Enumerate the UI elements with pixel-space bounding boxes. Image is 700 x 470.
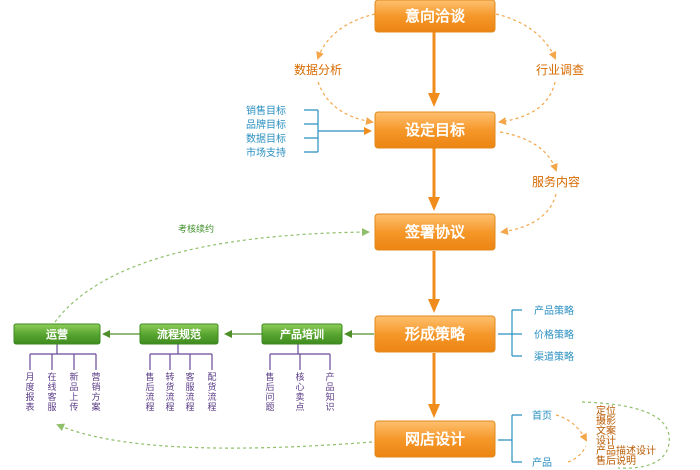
target-item: 销售目标 (246, 104, 286, 117)
curve-from-industry-research (498, 81, 556, 126)
strategy-item: 产品策略 (534, 304, 574, 317)
step-label: 设定目标 (405, 121, 465, 139)
sub-item-char: 月 (25, 372, 34, 383)
training-tree (269, 344, 331, 370)
targets-ticks (304, 109, 318, 153)
sub-item-char: 心 (295, 382, 304, 393)
strategy-item: 价格策略 (534, 328, 574, 341)
sub-item-char: 转 (165, 371, 174, 383)
step-box-set-goals: 设定目标 (374, 111, 496, 149)
product-to-details (567, 445, 587, 463)
curve-from-service-content (500, 193, 557, 236)
curve-to-industry-research (495, 13, 557, 60)
step-label: 网店设计 (405, 430, 465, 448)
design-branch: 产品 (532, 456, 552, 469)
service-content-label: 服务内容 (532, 174, 580, 189)
step-label: 签署协议 (404, 223, 466, 241)
design-detail: 产品描述设计 (596, 444, 656, 457)
design-details-bracket (581, 401, 670, 469)
curve-from-data-analysis (317, 81, 374, 125)
sub-item-char: 题 (265, 402, 274, 413)
curve-assessment (54, 228, 370, 323)
sub-item-char: 知 (325, 391, 334, 403)
green-box-training: 产品培训 (261, 323, 343, 345)
sub-item-char: 问 (265, 391, 274, 403)
sub-item-char: 服 (185, 382, 194, 393)
design-detail: 设计 (596, 434, 616, 447)
sub-item-char: 销 (91, 381, 100, 393)
sub-item-char: 流 (207, 391, 216, 403)
sub-item-char: 卖 (295, 392, 304, 403)
sub-item-char: 方 (91, 391, 100, 403)
design-detail: 售后说明 (596, 454, 636, 467)
sub-item-char: 货 (207, 381, 216, 393)
sub-item-char: 服 (47, 402, 56, 413)
data-analysis-label: 数据分析 (294, 62, 342, 77)
curve-design-to-operations (56, 423, 373, 449)
sub-item-char: 案 (91, 401, 100, 413)
green-box-operations: 运营 (13, 323, 101, 345)
sub-item-char: 在 (47, 371, 56, 383)
sub-item-char: 客 (185, 371, 194, 383)
step-label: 形成策略 (405, 325, 466, 343)
step-box-intention: 意向洽谈 (374, 0, 496, 33)
industry-research-label: 行业调查 (536, 63, 584, 77)
step-box-store-design: 网店设计 (374, 420, 496, 458)
assessment-label: 考核续约 (178, 223, 214, 235)
design-detail: 摄影 (596, 414, 616, 427)
step-box-form-strategy: 形成策略 (374, 315, 496, 353)
sub-item-char: 报 (25, 391, 34, 403)
design-detail: 文案 (596, 424, 616, 437)
design-bracket (498, 414, 522, 463)
process-tree (149, 344, 213, 370)
sub-item-char: 程 (165, 402, 174, 413)
sub-item-char: 品 (325, 382, 334, 393)
green-box-label: 流程规范 (157, 327, 201, 341)
step-box-sign-agreement: 签署协议 (374, 213, 496, 251)
sub-item-char: 流 (145, 391, 154, 403)
green-box-process: 流程规范 (139, 323, 219, 345)
sub-item-char: 流 (185, 391, 194, 403)
sub-item-char: 程 (145, 402, 154, 413)
sub-item-char: 售 (145, 371, 154, 383)
operations-tree (29, 344, 97, 370)
vertical-items-group: 月度报表在线客服新品上传营销方案售后流程转货流程客服流程配货流程售后问题核心卖点… (25, 371, 334, 413)
sub-item-char: 传 (69, 401, 78, 413)
sub-item-char: 售 (265, 371, 274, 383)
curve-to-service-content (499, 131, 558, 172)
target-item: 品牌目标 (246, 118, 286, 131)
sub-item-char: 货 (165, 381, 174, 393)
sub-item-char: 上 (69, 392, 78, 403)
design-detail: 定位 (596, 404, 616, 417)
curve-to-data-analysis (316, 13, 376, 60)
sub-item-char: 营 (91, 371, 100, 383)
sub-item-char: 识 (325, 402, 334, 413)
sub-item-char: 后 (265, 382, 274, 393)
strategy-item: 渠道策略 (534, 350, 574, 363)
sub-item-char: 品 (69, 382, 78, 393)
green-box-label: 产品培训 (280, 327, 324, 341)
sub-item-char: 产 (325, 371, 334, 383)
sub-item-char: 流 (165, 391, 174, 403)
sub-item-char: 后 (145, 382, 154, 393)
strategies-bracket (498, 309, 522, 357)
target-item: 数据目标 (246, 132, 286, 145)
sub-item-char: 表 (25, 401, 34, 413)
sub-item-char: 程 (185, 402, 194, 413)
sub-item-char: 新 (69, 371, 78, 383)
sub-item-char: 核 (295, 371, 304, 383)
sub-item-char: 配 (207, 372, 216, 383)
homepage-to-details (555, 414, 587, 442)
sub-item-char: 线 (47, 381, 56, 393)
target-item: 市场支持 (246, 146, 286, 159)
design-branch: 首页 (532, 409, 552, 422)
sub-item-char: 客 (47, 391, 56, 403)
green-box-label: 运营 (46, 327, 68, 341)
sub-item-char: 点 (295, 402, 304, 413)
sub-item-char: 度 (25, 381, 34, 393)
step-label: 意向洽谈 (405, 7, 466, 25)
sub-item-char: 程 (207, 402, 216, 413)
